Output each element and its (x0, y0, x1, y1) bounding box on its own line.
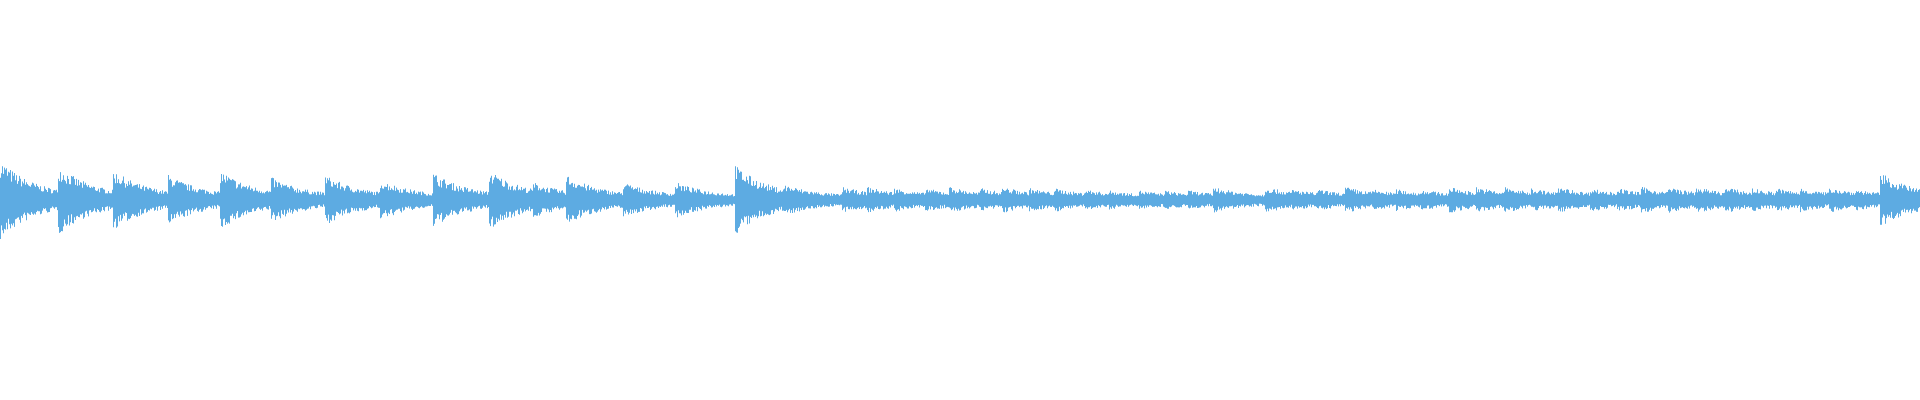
waveform-bars (0, 166, 1920, 239)
waveform-path (0, 166, 1920, 239)
